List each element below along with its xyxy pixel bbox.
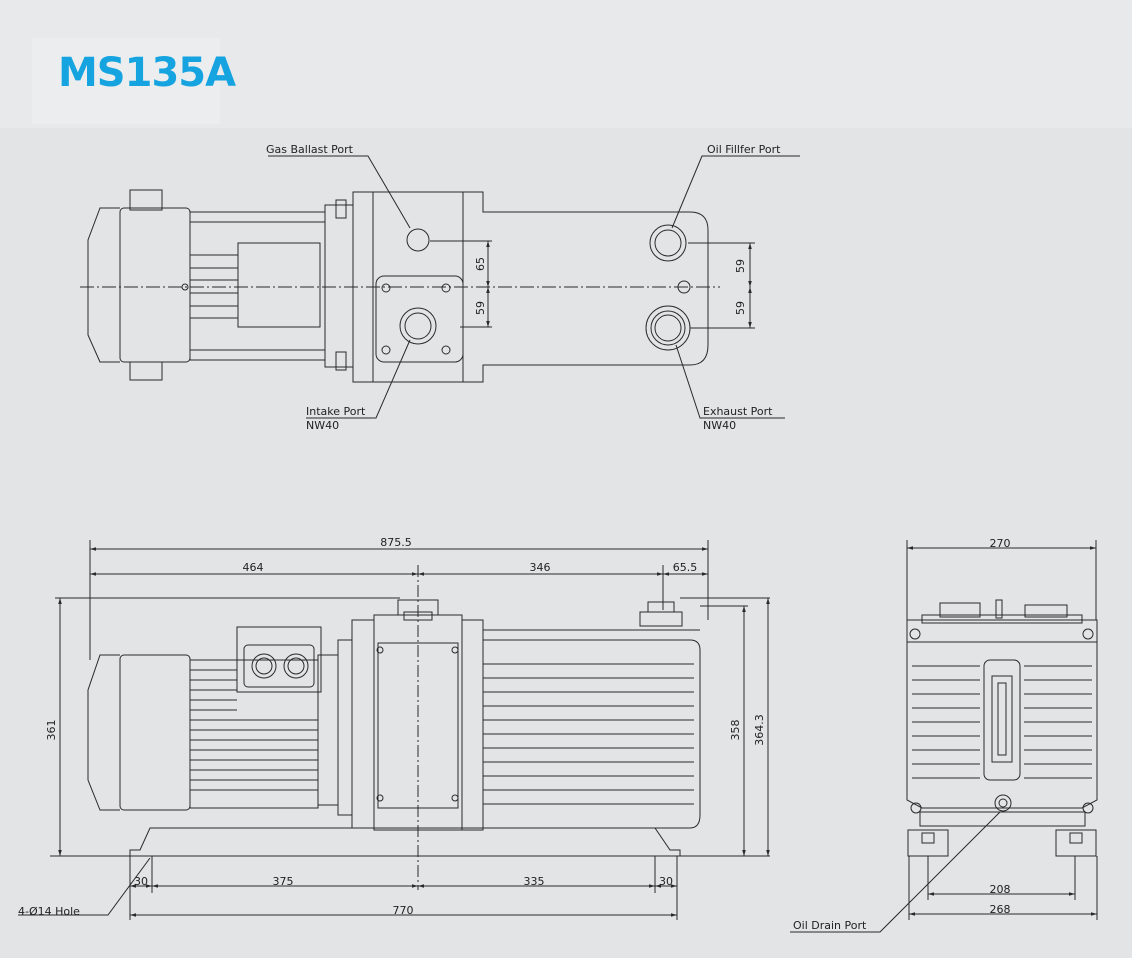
- title-box: MS135A: [32, 38, 236, 124]
- dim-358: 358: [729, 720, 742, 741]
- oil-drain-port-label: Oil Drain Port: [793, 919, 867, 932]
- intake-port-label: Intake Port: [306, 405, 366, 418]
- dim-65-5: 65.5: [673, 561, 698, 574]
- gas-ballast-port-label: Gas Ballast Port: [266, 143, 354, 156]
- intake-size-label: NW40: [306, 419, 339, 432]
- dim-268: 268: [990, 903, 1011, 916]
- model-title: MS135A: [58, 50, 236, 96]
- dim-30-left: 30: [134, 875, 148, 888]
- dim-270: 270: [990, 537, 1011, 550]
- dim-59-left: 59: [474, 301, 487, 315]
- oil-filler-port-label: Oil Fillfer Port: [707, 143, 781, 156]
- dim-464: 464: [243, 561, 264, 574]
- dim-375: 375: [273, 875, 294, 888]
- dim-65: 65: [474, 257, 487, 271]
- dim-770: 770: [393, 904, 414, 917]
- dim-346: 346: [530, 561, 551, 574]
- dim-59-right-bottom: 59: [734, 301, 747, 315]
- dim-30-right: 30: [659, 875, 673, 888]
- exhaust-port-label: Exhaust Port: [703, 405, 773, 418]
- exhaust-size-label: NW40: [703, 419, 736, 432]
- dim-875-5: 875.5: [380, 536, 412, 549]
- side-view: [18, 540, 770, 920]
- dim-59-right-top: 59: [734, 259, 747, 273]
- dim-335: 335: [524, 875, 545, 888]
- dim-208: 208: [990, 883, 1011, 896]
- top-view: [80, 155, 800, 419]
- dim-361: 361: [45, 720, 58, 741]
- front-view: [790, 540, 1098, 933]
- holes-label: 4-Ø14 Hole: [18, 905, 80, 918]
- drawing-panel: [0, 128, 1132, 958]
- dim-364-3: 364.3: [753, 714, 766, 746]
